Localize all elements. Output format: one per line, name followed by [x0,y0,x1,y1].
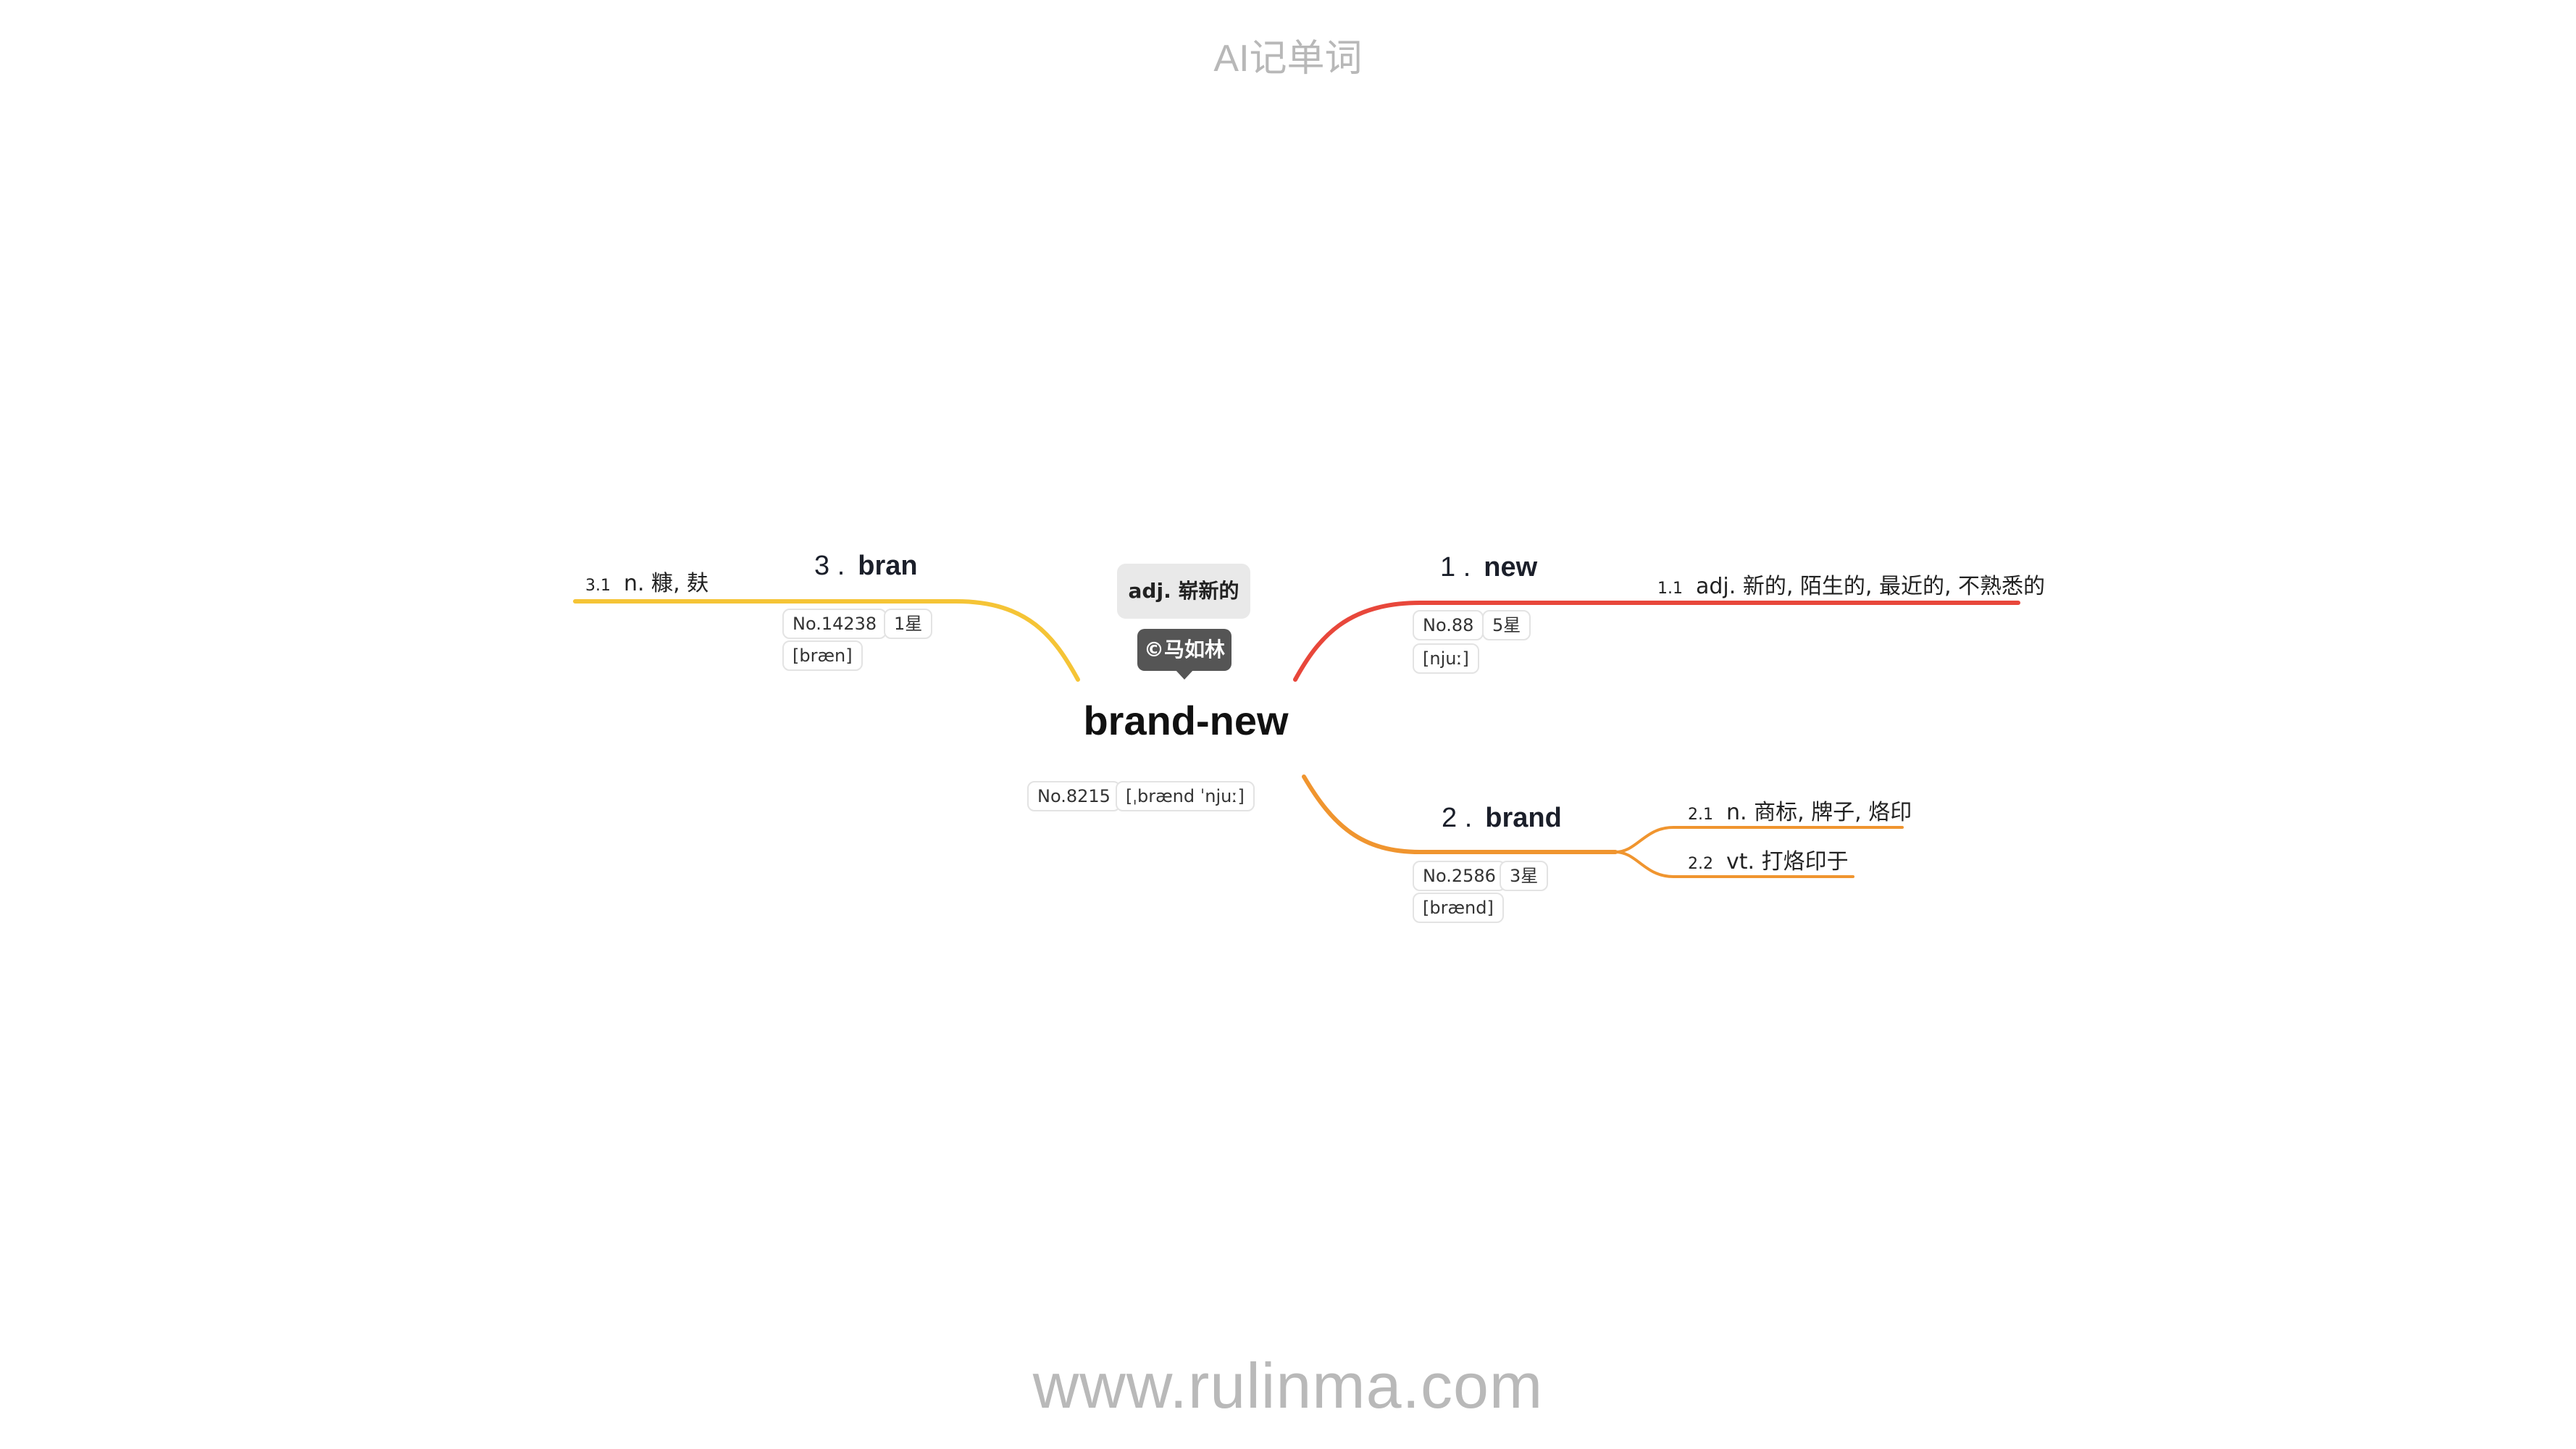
branch-brand-meaning-2: 2.2 vt. 打烙印于 [1688,843,1849,875]
footer-website-link[interactable]: www.rulinma.com [1032,1350,1544,1421]
meaning-num: 3.1 [585,577,611,595]
branch-bran-phonetic: [bræn] [782,640,863,671]
branch-new-index: 1 . [1440,552,1471,582]
connector-brand [1302,774,1618,854]
meaning-num: 1.1 [1657,580,1683,598]
central-definition-bubble: adj. 崭新的 [1117,564,1250,619]
branch-brand-stars: 3星 [1500,861,1549,891]
branch-bran-meaning-1: 3.1 n. 糠, 麸 [585,565,708,597]
branch-bran-phonetic-tag: [bræn] [782,640,863,671]
copyright-bubble: ©马如林 [1137,629,1231,671]
branch-brand-meaning-1: 2.1 n. 商标, 牌子, 烙印 [1688,794,1912,826]
branch-brand-phonetic: [brænd] [1413,893,1504,923]
branch-bran-no-tag: No.14238 [782,609,887,639]
connector-bran [573,599,1080,682]
connector-brand-meaning-2 [1614,851,1854,878]
branch-new-no-tag: No.88 [1413,610,1484,640]
meaning-num: 2.2 [1688,855,1713,873]
meaning-text: adj. 新的, 陌生的, 最近的, 不熟悉的 [1696,574,2046,599]
branch-brand-word: brand [1485,803,1562,833]
meaning-text: n. 糠, 麸 [624,571,709,596]
branch-brand-title[interactable]: 2 . brand [1442,803,1562,834]
branch-brand-no: No.2586 [1413,861,1506,891]
branch-new-stars: 5星 [1482,610,1531,640]
branch-brand-index: 2 . [1442,803,1473,833]
branch-new-phonetic-tag: [njuː] [1413,643,1479,674]
branch-new-title[interactable]: 1 . new [1440,552,1537,583]
meaning-num: 2.1 [1688,806,1713,824]
branch-bran-stars-tag: 1星 [884,609,933,639]
copyright-bubble-pointer [1175,669,1194,680]
meaning-text: n. 商标, 牌子, 烙印 [1726,800,1912,825]
branch-new-stars-tag: 5星 [1482,610,1531,640]
meaning-text: vt. 打烙印于 [1726,849,1849,874]
branch-brand-no-tag: No.2586 [1413,861,1506,891]
branch-new-meaning-1: 1.1 adj. 新的, 陌生的, 最近的, 不熟悉的 [1657,568,2045,600]
branch-new-no: No.88 [1413,610,1484,640]
branch-bran-title[interactable]: 3 . bran [814,551,918,582]
branch-bran-index: 3 . [814,551,845,581]
connector-new [1293,601,2020,682]
branch-brand-stars-tag: 3星 [1500,861,1549,891]
connector-brand-meaning-1 [1614,826,1904,853]
central-word[interactable]: brand-new [1083,698,1289,743]
central-phonetic-tag: [ˌbrænd ˈnjuː] [1116,781,1255,811]
branch-new-phonetic: [njuː] [1413,643,1479,674]
central-phonetic: [ˌbrænd ˈnjuː] [1116,781,1255,811]
app-title: AI记单词 [1213,38,1363,80]
branch-bran-word: bran [858,551,918,581]
branch-bran-stars: 1星 [884,609,933,639]
branch-bran-no: No.14238 [782,609,887,639]
central-no-tag: No.8215 [1027,781,1121,811]
branch-new-word: new [1484,552,1538,582]
branch-brand-phonetic-tag: [brænd] [1413,893,1504,923]
central-no: No.8215 [1027,781,1121,811]
